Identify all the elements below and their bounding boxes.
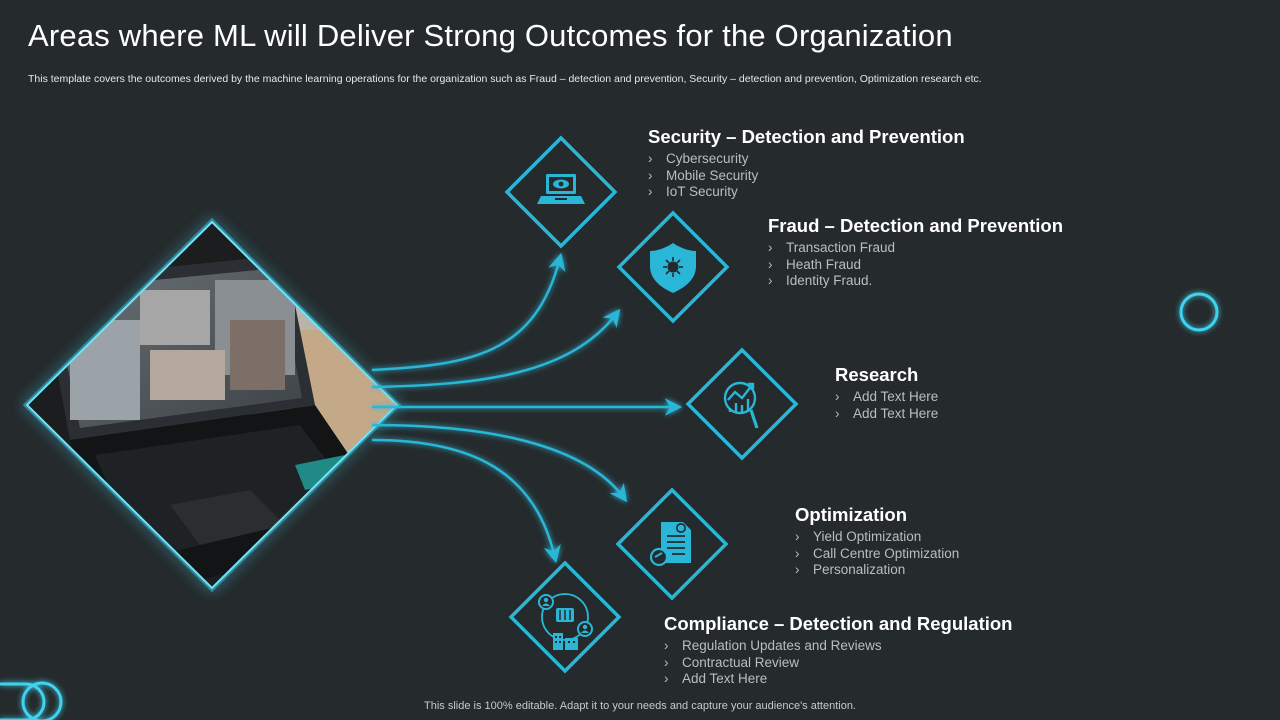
list-item: ›Heath Fraud xyxy=(768,256,862,272)
document-gauge-icon xyxy=(649,522,691,567)
research-heading: Research xyxy=(835,364,919,385)
optimization-diamond xyxy=(615,487,729,601)
laptop-eye-icon xyxy=(537,174,585,204)
bullet-chevron-icon: › xyxy=(835,405,840,421)
list-item: ›Identity Fraud. xyxy=(768,273,873,288)
compliance-heading: Compliance – Detection and Regulation xyxy=(664,613,1013,634)
bullet-chevron-icon: › xyxy=(795,545,800,561)
bullet-chevron-icon: › xyxy=(664,638,669,653)
decorative-corner-shape xyxy=(0,681,63,720)
bullet-chevron-icon: › xyxy=(795,529,800,544)
list-item: ›Add Text Here xyxy=(835,389,939,404)
compliance-list: ›Regulation Updates and Reviews ›Contrac… xyxy=(664,638,1012,688)
list-item: ›Regulation Updates and Reviews xyxy=(664,638,882,653)
fraud-list: ›Transaction Fraud ›Heath Fraud ›Identit… xyxy=(768,240,1063,290)
bullet-chevron-icon: › xyxy=(648,167,653,183)
shield-virus-icon xyxy=(650,243,696,293)
bullet-chevron-icon: › xyxy=(768,256,773,272)
arrow-to-compliance xyxy=(371,438,561,564)
optimization-section: Optimization ›Yield Optimization ›Call C… xyxy=(795,504,959,579)
security-section: Security – Detection and Prevention ›Cyb… xyxy=(648,126,965,201)
fraud-heading: Fraud – Detection and Prevention xyxy=(768,215,1064,236)
page-subtitle: This template covers the outcomes derive… xyxy=(28,73,982,85)
research-section: Research ›Add Text Here ›Add Text Here xyxy=(835,364,938,422)
arrow-to-security xyxy=(371,252,566,372)
security-diamond xyxy=(504,135,618,249)
research-list: ›Add Text Here ›Add Text Here xyxy=(835,389,938,422)
compliance-section: Compliance – Detection and Regulation ›R… xyxy=(664,613,1012,688)
people-building-icon xyxy=(538,593,593,650)
bullet-chevron-icon: › xyxy=(768,273,773,288)
bullet-chevron-icon: › xyxy=(768,240,773,255)
bullet-chevron-icon: › xyxy=(664,671,669,686)
arrow-to-fraud xyxy=(371,308,621,389)
optimization-heading: Optimization xyxy=(795,504,908,525)
list-item: ›Add Text Here xyxy=(835,405,939,421)
security-heading: Security – Detection and Prevention xyxy=(648,126,965,147)
list-item: ›Mobile Security xyxy=(648,167,759,183)
list-item: ›Transaction Fraud xyxy=(768,240,896,255)
security-list: ›Cybersecurity ›Mobile Security ›IoT Sec… xyxy=(648,151,965,201)
list-item: ›Contractual Review xyxy=(664,654,800,670)
list-item: ›Call Centre Optimization xyxy=(795,545,960,561)
list-item: ›Personalization xyxy=(795,562,906,577)
bullet-chevron-icon: › xyxy=(795,562,800,577)
compliance-diamond xyxy=(508,560,622,674)
list-item: ›IoT Security xyxy=(648,184,738,199)
page-title: Areas where ML will Deliver Strong Outco… xyxy=(28,18,953,53)
fraud-diamond xyxy=(616,210,730,324)
bullet-chevron-icon: › xyxy=(648,184,653,199)
laptop-photo xyxy=(22,217,402,593)
chart-magnifier-icon xyxy=(723,381,759,429)
fraud-section: Fraud – Detection and Prevention ›Transa… xyxy=(768,215,1063,290)
bullet-chevron-icon: › xyxy=(648,151,653,166)
bullet-chevron-icon: › xyxy=(664,654,669,670)
list-item: ›Cybersecurity xyxy=(648,151,749,166)
arrow-to-optimization xyxy=(371,423,628,503)
research-diamond xyxy=(685,347,799,461)
list-item: ›Yield Optimization xyxy=(795,529,922,544)
footer-note: This slide is 100% editable. Adapt it to… xyxy=(424,700,856,712)
list-item: ›Add Text Here xyxy=(664,671,768,686)
optimization-list: ›Yield Optimization ›Call Centre Optimiz… xyxy=(795,529,959,579)
bullet-chevron-icon: › xyxy=(835,389,840,404)
decorative-ring xyxy=(1179,292,1219,332)
security-icon-tile xyxy=(521,152,601,232)
